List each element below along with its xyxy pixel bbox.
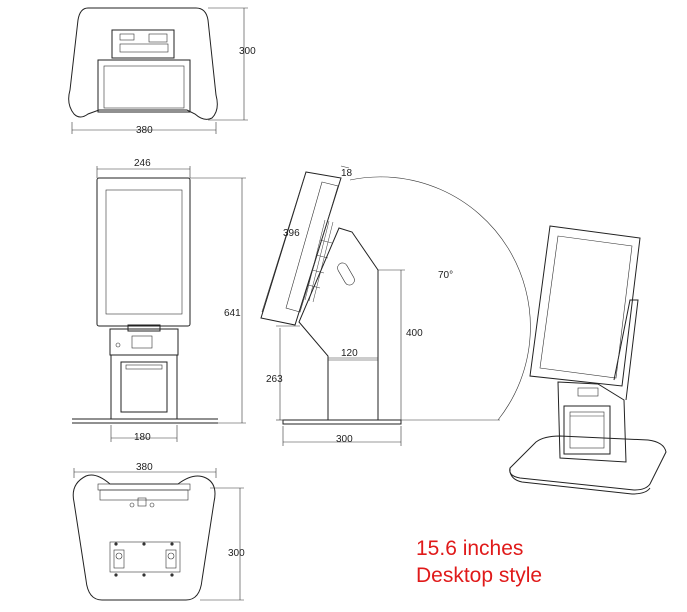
dim-side-column-height: 400 [406, 328, 423, 339]
perspective-view [509, 225, 667, 495]
dim-top-width: 380 [136, 125, 153, 136]
side-view: 18 396 70° 400 120 263 300 [260, 165, 531, 446]
dim-front-screen-width: 246 [134, 158, 151, 169]
caption-size: 15.6 inches [416, 537, 524, 560]
dim-side-base-height: 263 [266, 374, 283, 385]
dim-front-column-width: 180 [134, 432, 151, 443]
dim-bottom-height: 300 [228, 548, 245, 559]
top-view: 300 380 [68, 7, 256, 136]
front-view: 246 641 180 [72, 158, 246, 443]
dim-side-thickness: 18 [341, 168, 353, 179]
dim-bottom-width: 380 [136, 462, 153, 473]
dim-front-overall-height: 641 [224, 308, 241, 319]
dim-side-angle: 70° [438, 270, 453, 281]
bottom-view: 380 300 [72, 462, 245, 601]
dim-side-screen-height: 396 [283, 228, 300, 239]
dim-top-height: 300 [239, 46, 256, 57]
dim-side-column-offset: 120 [341, 348, 358, 359]
caption-style: Desktop style [416, 564, 543, 587]
dim-side-base-width: 300 [336, 434, 353, 445]
